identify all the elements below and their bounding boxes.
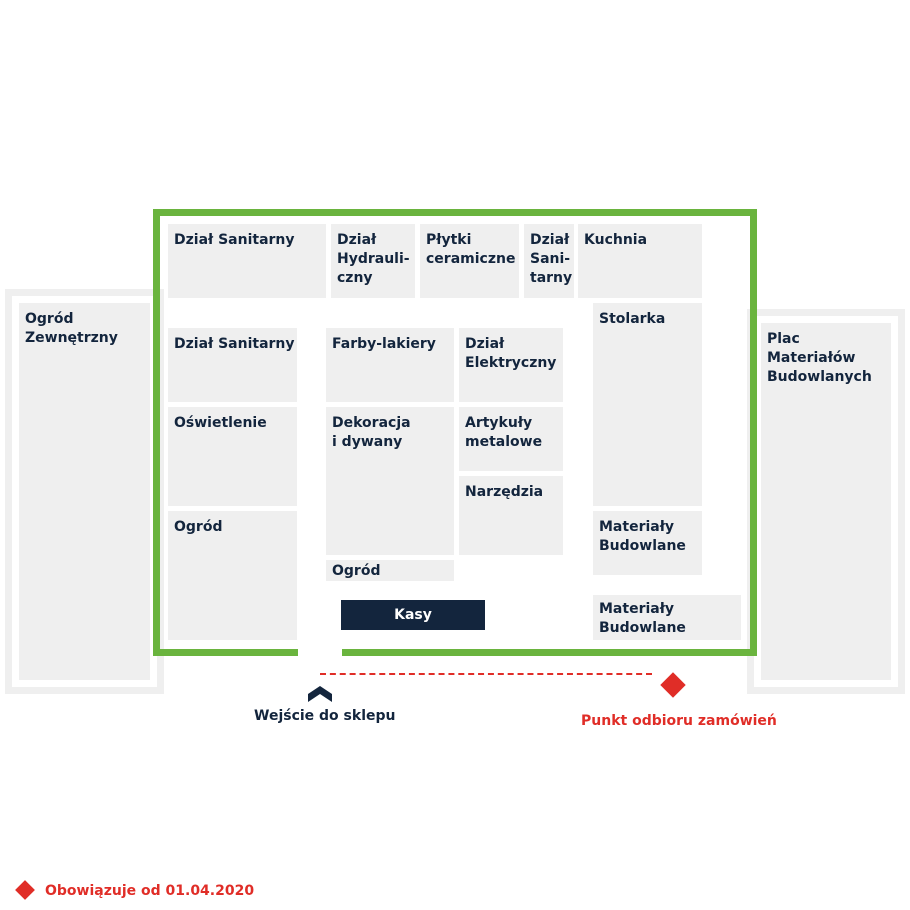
entrance-arrow-icon <box>308 686 332 702</box>
pickup-path-line <box>320 673 652 675</box>
pickup-diamond-icon <box>660 672 686 698</box>
entrance-label: Wejście do sklepu <box>254 708 396 724</box>
zone-plytki-ceramiczne[interactable]: Płytki ceramiczne <box>420 224 519 298</box>
zone-label: Dział Sanitarny <box>174 336 295 352</box>
zone-materialy-budowlane-2[interactable]: Materiały Budowlane <box>593 595 741 640</box>
validity-note: Obowiązuje od 01.04.2020 <box>45 883 255 899</box>
zone-dzial-hydrauliczny[interactable]: Dział Hydrauli- czny <box>331 224 415 298</box>
zone-label: Plac Materiałów Budowlanych <box>767 331 872 385</box>
zone-ogrod-1[interactable]: Ogród <box>168 511 297 640</box>
zone-materialy-budowlane-1[interactable]: Materiały Budowlane <box>593 511 702 575</box>
kasy-checkout[interactable]: Kasy <box>341 600 485 630</box>
store-outline <box>153 209 757 656</box>
validity-diamond-icon <box>15 880 35 900</box>
zone-farby-lakiery[interactable]: Farby-lakiery <box>326 328 454 402</box>
zone-label: Kuchnia <box>584 232 648 248</box>
zone-artykuly-metalowe[interactable]: Artykuły metalowe <box>459 407 563 471</box>
zone-stolarka[interactable]: Stolarka <box>593 303 702 506</box>
zone-label: Artykuły metalowe <box>465 415 543 450</box>
zone-label: Dział Sani- tarny <box>530 232 573 286</box>
zone-label: Ogród Zewnętrzny <box>25 311 118 346</box>
zone-label: Farby-lakiery <box>332 336 436 352</box>
zone-dzial-elektryczny[interactable]: Dział Elektryczny <box>459 328 563 402</box>
zone-plac-materialow[interactable]: Plac Materiałów Budowlanych <box>761 323 891 680</box>
zone-label: Płytki ceramiczne <box>426 232 516 267</box>
zone-dzial-sanitarny-1[interactable]: Dział Sanitarny <box>168 224 326 298</box>
zone-oswietlenie[interactable]: Oświetlenie <box>168 407 297 506</box>
zone-dzial-sanitarny-2[interactable]: Dział Sani- tarny <box>524 224 574 298</box>
zone-kuchnia[interactable]: Kuchnia <box>578 224 702 298</box>
pickup-label: Punkt odbioru zamówień <box>581 713 777 729</box>
zone-dekoracja-dywany[interactable]: Dekoracja i dywany <box>326 407 454 555</box>
zone-label: Materiały Budowlane <box>599 601 686 636</box>
zone-ogrod-2[interactable]: Ogród <box>326 560 454 581</box>
zone-narzedzia[interactable]: Narzędzia <box>459 476 563 555</box>
zone-label: Narzędzia <box>465 484 544 500</box>
zone-label: Dekoracja i dywany <box>332 415 411 450</box>
zone-label: Dział Elektryczny <box>465 336 557 371</box>
zone-label: Ogród <box>332 563 381 579</box>
zone-ogrod-zewnetrzny[interactable]: Ogród Zewnętrzny <box>19 303 150 680</box>
zone-label: Ogród <box>174 519 223 535</box>
zone-label: Oświetlenie <box>174 415 267 431</box>
store-entrance-gap <box>298 642 342 660</box>
zone-label: Stolarka <box>599 311 666 327</box>
zone-label: Materiały Budowlane <box>599 519 686 554</box>
zone-label: Dział Sanitarny <box>174 232 295 248</box>
zone-dzial-sanitarny-3[interactable]: Dział Sanitarny <box>168 328 297 402</box>
zone-label: Dział Hydrauli- czny <box>337 232 410 286</box>
